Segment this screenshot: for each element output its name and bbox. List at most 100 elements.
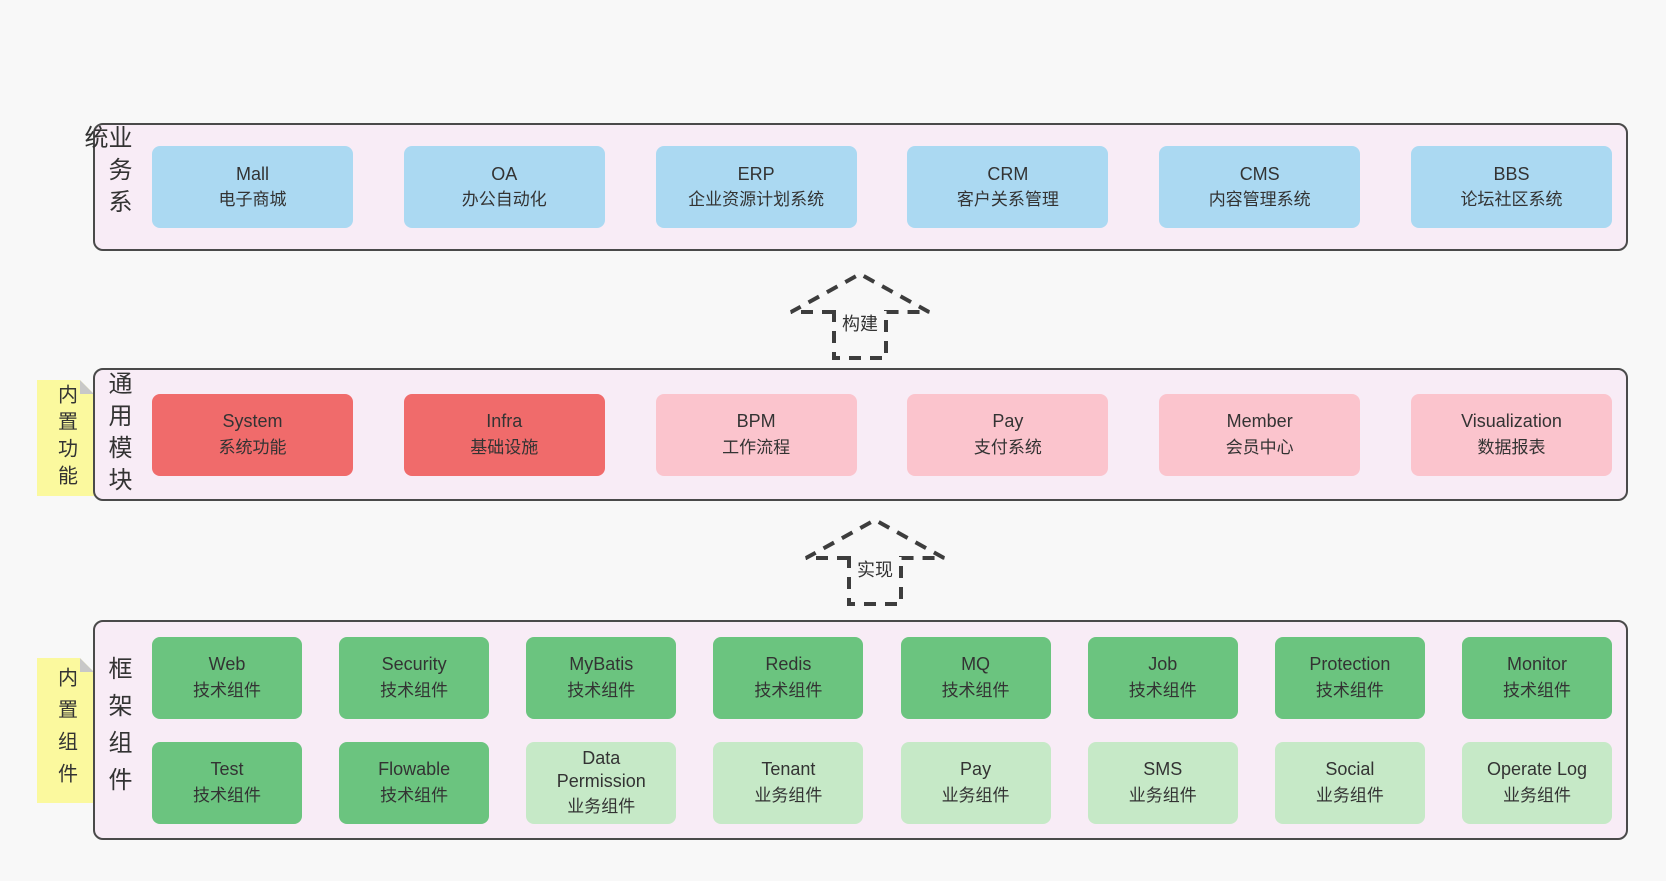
- node-mq: MQ 技术组件: [900, 636, 1051, 719]
- layer-business-systems: 业务系统 Mall 电子商城 OA 办公自动化 ERP 企业资源计划系统 CRM…: [80, 123, 1628, 251]
- node-subtitle: 技术组件: [380, 680, 449, 700]
- node-web: Web 技术组件: [152, 636, 302, 719]
- node-title: Infra: [486, 411, 523, 432]
- node-test: Test 技术组件: [152, 741, 302, 824]
- node-subtitle: 电子商城: [218, 190, 287, 210]
- node-title: BBS: [1493, 163, 1530, 184]
- arrow-label: 实现: [854, 554, 896, 583]
- node-title: System: [222, 411, 283, 432]
- node-subtitle: 支付系统: [973, 437, 1042, 457]
- node-title: Job: [1148, 654, 1178, 675]
- node-social: Social 业务组件: [1274, 741, 1425, 824]
- node-title: Operate Log: [1486, 759, 1588, 780]
- note-text: 内置功能: [54, 384, 77, 492]
- node-member: Member 会员中心: [1159, 393, 1361, 476]
- node-title: Social: [1325, 759, 1375, 780]
- node-subtitle: 技术组件: [1315, 680, 1384, 700]
- node-title: Tenant: [761, 759, 816, 780]
- node-monitor: Monitor 技术组件: [1461, 636, 1612, 719]
- node-subtitle: 系统功能: [218, 437, 287, 457]
- node-title: Redis: [765, 654, 812, 675]
- node-job: Job 技术组件: [1087, 636, 1238, 719]
- node-subtitle: 论坛社区系统: [1460, 190, 1563, 210]
- node-title: Web: [208, 654, 246, 675]
- node-subtitle: 工作流程: [722, 437, 791, 457]
- node-subtitle: 业务组件: [941, 785, 1010, 805]
- node-subtitle: 技术组件: [193, 785, 261, 805]
- layer-framework-components: 框架组件 Web 技术组件 Security 技术组件 MyBatis 技术组件…: [93, 620, 1628, 840]
- sticky-note-builtin-components: 内置组件: [37, 658, 94, 803]
- node-cms: CMS 内容管理系统: [1159, 146, 1361, 228]
- node-subtitle: 办公自动化: [461, 190, 547, 210]
- node-subtitle: 技术组件: [1128, 680, 1197, 700]
- node-subtitle: 业务组件: [1315, 785, 1384, 805]
- node-title: Member: [1226, 411, 1293, 432]
- arrow-implement: 实现: [800, 516, 950, 608]
- node-title: CRM: [987, 163, 1029, 184]
- node-title: Pay: [992, 411, 1024, 432]
- node-title: Data Permission: [556, 747, 646, 791]
- node-visualization: Visualization 数据报表: [1410, 393, 1612, 476]
- framework-row-1: Web 技术组件 Security 技术组件 MyBatis 技术组件 Redi…: [152, 636, 1612, 719]
- node-subtitle: 技术组件: [380, 785, 449, 805]
- node-title: SMS: [1143, 759, 1183, 780]
- node-subtitle: 技术组件: [1502, 680, 1571, 700]
- node-subtitle: 业务组件: [567, 797, 636, 817]
- node-erp: ERP 企业资源计划系统: [655, 146, 857, 228]
- node-mall: Mall 电子商城: [152, 146, 353, 228]
- node-subtitle: 业务组件: [1128, 785, 1197, 805]
- dashed-up-arrow-icon: [805, 517, 945, 606]
- node-title: Test: [210, 759, 244, 780]
- layer-label-business: 业务系统: [80, 125, 131, 221]
- node-title: CMS: [1239, 163, 1280, 184]
- node-mybatis: MyBatis 技术组件: [526, 636, 677, 719]
- node-pay-system: Pay 支付系统: [907, 393, 1109, 476]
- node-subtitle: 内容管理系统: [1208, 190, 1311, 210]
- node-operate-log: Operate Log 业务组件: [1461, 741, 1612, 824]
- node-title: Monitor: [1506, 654, 1567, 675]
- node-security: Security 技术组件: [339, 636, 490, 719]
- node-bbs: BBS 论坛社区系统: [1410, 146, 1612, 228]
- node-title: Security: [381, 654, 447, 675]
- business-row: Mall 电子商城 OA 办公自动化 ERP 企业资源计划系统 CRM 客户关系…: [152, 146, 1612, 228]
- node-sms: SMS 业务组件: [1087, 741, 1238, 824]
- node-subtitle: 客户关系管理: [956, 190, 1059, 210]
- node-title: BPM: [736, 411, 776, 432]
- node-title: ERP: [737, 163, 775, 184]
- node-bpm: BPM 工作流程: [655, 393, 857, 476]
- node-title: OA: [491, 163, 518, 184]
- node-protection: Protection 技术组件: [1274, 636, 1425, 719]
- dashed-up-arrow-icon: [790, 271, 930, 360]
- note-fold-corner-icon: [80, 658, 94, 672]
- node-crm: CRM 客户关系管理: [907, 146, 1109, 228]
- node-subtitle: 技术组件: [754, 680, 823, 700]
- node-title: Mall: [235, 163, 269, 184]
- node-subtitle: 会员中心: [1225, 437, 1294, 457]
- node-title: Protection: [1309, 654, 1391, 675]
- node-subtitle: 基础设施: [470, 437, 539, 457]
- arrow-label: 构建: [839, 308, 881, 337]
- node-redis: Redis 技术组件: [713, 636, 864, 719]
- framework-row-2: Test 技术组件 Flowable 技术组件 Data Permission …: [152, 741, 1612, 824]
- sticky-note-builtin-features: 内置功能: [37, 380, 94, 496]
- note-text: 内置组件: [54, 666, 77, 795]
- node-subtitle: 企业资源计划系统: [688, 190, 825, 210]
- node-title: MyBatis: [569, 654, 634, 675]
- node-subtitle: 数据报表: [1477, 437, 1546, 457]
- note-fold-corner-icon: [80, 380, 94, 394]
- node-title: Pay: [960, 759, 992, 780]
- node-pay-component: Pay 业务组件: [900, 741, 1051, 824]
- node-subtitle: 业务组件: [754, 785, 823, 805]
- node-title: MQ: [961, 654, 991, 675]
- node-data-permission: Data Permission 业务组件: [526, 741, 677, 824]
- node-subtitle: 业务组件: [1502, 785, 1571, 805]
- node-oa: OA 办公自动化: [403, 146, 605, 228]
- arrow-build: 构建: [785, 270, 935, 362]
- node-tenant: Tenant 业务组件: [713, 741, 864, 824]
- node-subtitle: 技术组件: [941, 680, 1010, 700]
- layer-label-framework: 框架组件: [104, 656, 131, 804]
- layer-common-modules: 通用模块 System 系统功能 Infra 基础设施 BPM 工作流程 Pay…: [93, 368, 1628, 501]
- modules-row: System 系统功能 Infra 基础设施 BPM 工作流程 Pay 支付系统…: [152, 393, 1612, 476]
- node-subtitle: 技术组件: [193, 680, 261, 700]
- node-infra: Infra 基础设施: [403, 393, 605, 476]
